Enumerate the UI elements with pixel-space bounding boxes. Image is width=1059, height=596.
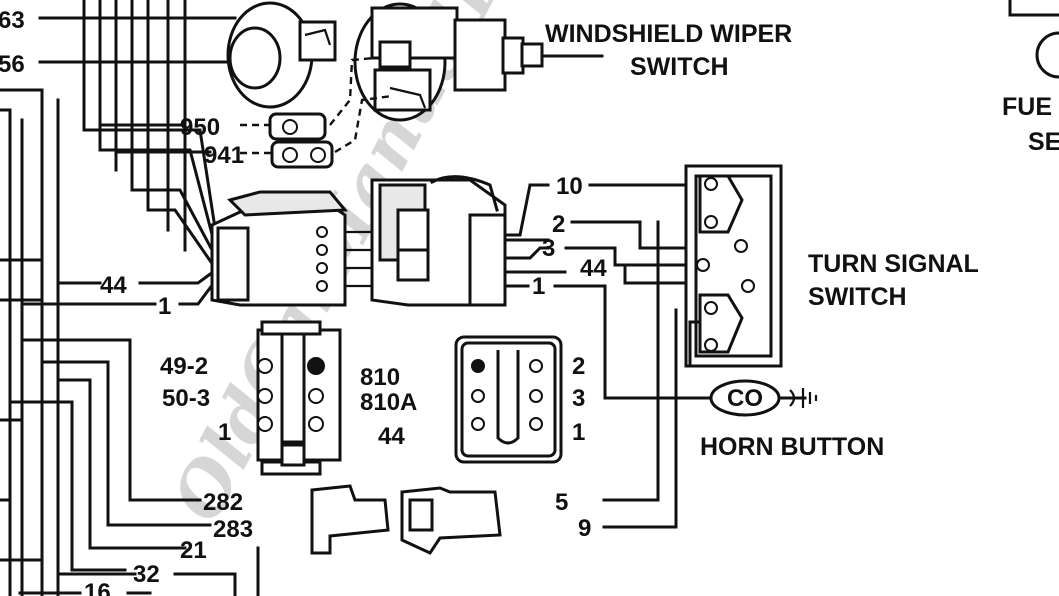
wire-label-56: 56	[0, 51, 25, 78]
wire-label-21: 21	[180, 537, 207, 564]
component-labels: WINDSHIELD WIPER SWITCH TURN SIGNAL SWIT…	[545, 20, 1059, 461]
legend-left-pin: 50-3	[162, 385, 210, 412]
legend-right-pin: 1	[572, 419, 585, 446]
legend-right-pin: 2	[572, 353, 585, 380]
wire-label-282: 282	[203, 489, 243, 516]
bottom-plug-pair	[310, 484, 502, 555]
turn-signal-switch-body	[684, 164, 783, 368]
wire-label-32: 32	[133, 561, 160, 588]
wire-label-2: 2	[552, 211, 565, 238]
lower-right-block	[454, 335, 563, 464]
wire-label-44-right: 44	[580, 255, 607, 282]
lower-left-block	[256, 320, 342, 476]
wire-label-1-left: 1	[158, 293, 171, 320]
wire-label-9: 9	[578, 515, 591, 542]
turn-signal-label-line2: SWITCH	[808, 283, 907, 311]
legend-left-pin: 1	[218, 419, 231, 446]
wire-label-5: 5	[555, 489, 568, 516]
wire-label-16: 16	[84, 579, 111, 596]
wire-label-941: 941	[204, 142, 244, 169]
fuel-sender-label-line1: FUE	[1002, 93, 1052, 121]
wiper-switch	[226, 1, 604, 169]
wire-label-950: 950	[180, 114, 220, 141]
wire-label-44-left: 44	[100, 272, 127, 299]
legend-center-code: 44	[378, 423, 405, 450]
horn-button: CO	[709, 379, 818, 417]
horn-button-label: HORN BUTTON	[700, 433, 884, 461]
fuel-sender-label-line2: SE	[1028, 128, 1059, 156]
turn-signal-label-line1: TURN SIGNAL	[808, 250, 979, 278]
connector-legend: 49-2 50-3 1 810 810A 44 2 3 1	[160, 353, 585, 450]
wire-label-10: 10	[556, 173, 583, 200]
wire-number-labels: 63 56 950 941 44 1 10 2 3 44 1 282 283 2…	[0, 7, 607, 596]
fuel-sender-partial	[1008, 0, 1059, 79]
wire-label-283: 283	[213, 516, 253, 543]
legend-center-code: 810	[360, 364, 400, 391]
wiper-switch-label-line2: SWITCH	[630, 53, 729, 81]
legend-center-code: 810A	[360, 389, 417, 416]
wire-label-1-mid: 1	[532, 273, 545, 300]
main-connector	[210, 175, 507, 307]
wiper-switch-label-line1: WINDSHIELD WIPER	[545, 20, 792, 48]
legend-right-pin: 3	[572, 385, 585, 412]
left-harness	[0, 0, 260, 596]
wire-label-3: 3	[542, 235, 555, 262]
wire-label-63: 63	[0, 7, 25, 34]
horn-button-symbol: CO	[727, 385, 763, 412]
legend-left-pin: 49-2	[160, 353, 208, 380]
